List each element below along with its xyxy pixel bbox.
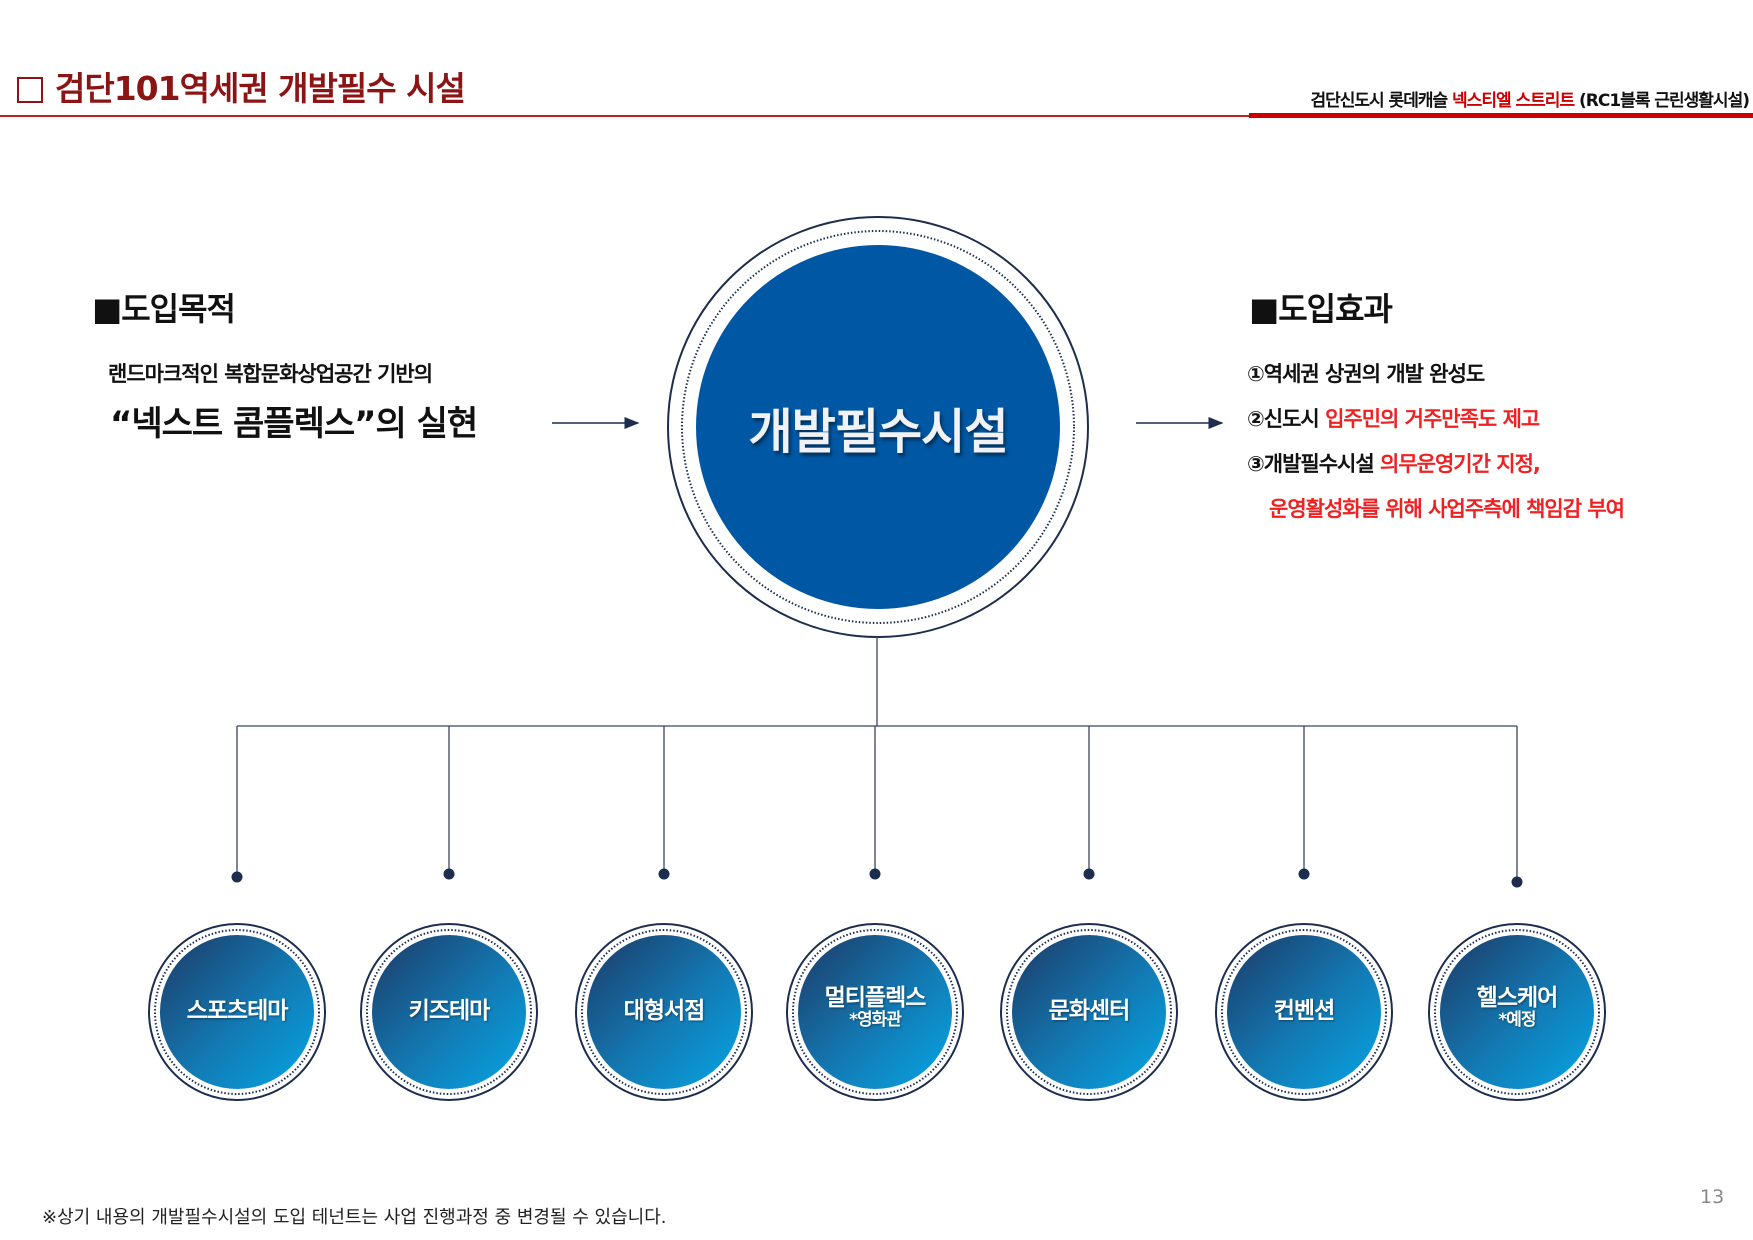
facility-circle xyxy=(148,923,326,1101)
facility-name: 헬스케어 xyxy=(1476,985,1559,1011)
facility-circle xyxy=(1215,923,1393,1101)
effect-item-3: ③개발필수시설 의무운영기간 지정, xyxy=(1247,448,1541,478)
title-text: 검단101역세권 개발필수 시설 xyxy=(55,69,466,108)
center-circle xyxy=(667,216,1089,638)
facility-circle xyxy=(786,923,964,1101)
facility-note: *영화관 xyxy=(849,1010,902,1031)
facility-label: 컨벤션 xyxy=(1214,998,1394,1024)
facility-label: 멀티플렉스*영화관 xyxy=(785,985,965,1031)
connector-dot xyxy=(658,868,670,880)
effect-item-2-highlight: 입주민의 거주만족도 제고 xyxy=(1325,407,1540,431)
effect-item-2-prefix: ②신도시 xyxy=(1247,407,1326,431)
facility-circle xyxy=(575,923,753,1101)
page-number: 13 xyxy=(1700,1186,1725,1208)
header-divider xyxy=(0,115,1753,117)
purpose-heading: ■도입목적 xyxy=(92,290,236,328)
effect-item-3-prefix: ③개발필수시설 xyxy=(1247,452,1381,476)
facility-note: *예정 xyxy=(1498,1010,1536,1031)
effect-item-1: ①역세권 상권의 개발 완성도 xyxy=(1247,362,1485,386)
connector-lines xyxy=(236,637,1518,882)
facility-label: 대형서점 xyxy=(574,998,754,1024)
facility-name: 키즈테마 xyxy=(408,998,491,1024)
page-title: 검단101역세권 개발필수 시설 xyxy=(17,62,466,110)
checkbox-square-icon xyxy=(17,77,43,103)
effect-item-3-continued: 운영활성화를 위해 사업주측에 책임감 부여 xyxy=(1269,497,1625,521)
subtitle-suffix: (RC1블록 근린생활시설) xyxy=(1574,91,1750,111)
connector-dot xyxy=(443,868,455,880)
effects-heading: ■도입효과 xyxy=(1249,290,1393,328)
facility-label: 헬스케어*예정 xyxy=(1427,985,1607,1031)
facility-name: 문화센터 xyxy=(1048,998,1131,1024)
facility-circle xyxy=(1000,923,1178,1101)
facility-label: 키즈테마 xyxy=(359,998,539,1024)
connector-dot xyxy=(231,871,243,883)
facility-name: 컨벤션 xyxy=(1273,998,1335,1024)
subtitle-highlight: 넥스티엘 스트리트 xyxy=(1452,91,1575,111)
header-accent-bar xyxy=(1249,113,1753,118)
facility-circle xyxy=(360,923,538,1101)
facility-label: 문화센터 xyxy=(999,998,1179,1024)
facility-name: 대형서점 xyxy=(623,998,706,1024)
facility-circle xyxy=(1428,923,1606,1101)
project-subtitle: 검단신도시 롯데캐슬 넥스티엘 스트리트 (RC1블록 근린생활시설) xyxy=(1310,86,1750,111)
connector-dot xyxy=(1298,868,1310,880)
center-label: 개발필수시설 xyxy=(748,404,1009,460)
facility-label: 스포츠테마 xyxy=(147,998,327,1024)
effect-item-3-highlight: 의무운영기간 지정, xyxy=(1380,452,1541,476)
effect-item-2: ②신도시 입주민의 거주만족도 제고 xyxy=(1247,403,1540,433)
facility-name: 스포츠테마 xyxy=(186,998,289,1024)
subtitle-prefix: 검단신도시 롯데캐슬 xyxy=(1310,91,1453,111)
purpose-line1: 랜드마크적인 복합문화상업공간 기반의 xyxy=(108,362,433,386)
connector-dot xyxy=(1083,868,1095,880)
purpose-line2: “넥스트 콤플렉스”의 실현 xyxy=(110,404,478,444)
facility-name: 멀티플렉스 xyxy=(824,985,927,1011)
connector-dot xyxy=(869,868,881,880)
connector-dot xyxy=(1511,876,1523,888)
footer-note: ※상기 내용의 개발필수시설의 도입 테넌트는 사업 진행과정 중 변경될 수 … xyxy=(42,1207,667,1228)
